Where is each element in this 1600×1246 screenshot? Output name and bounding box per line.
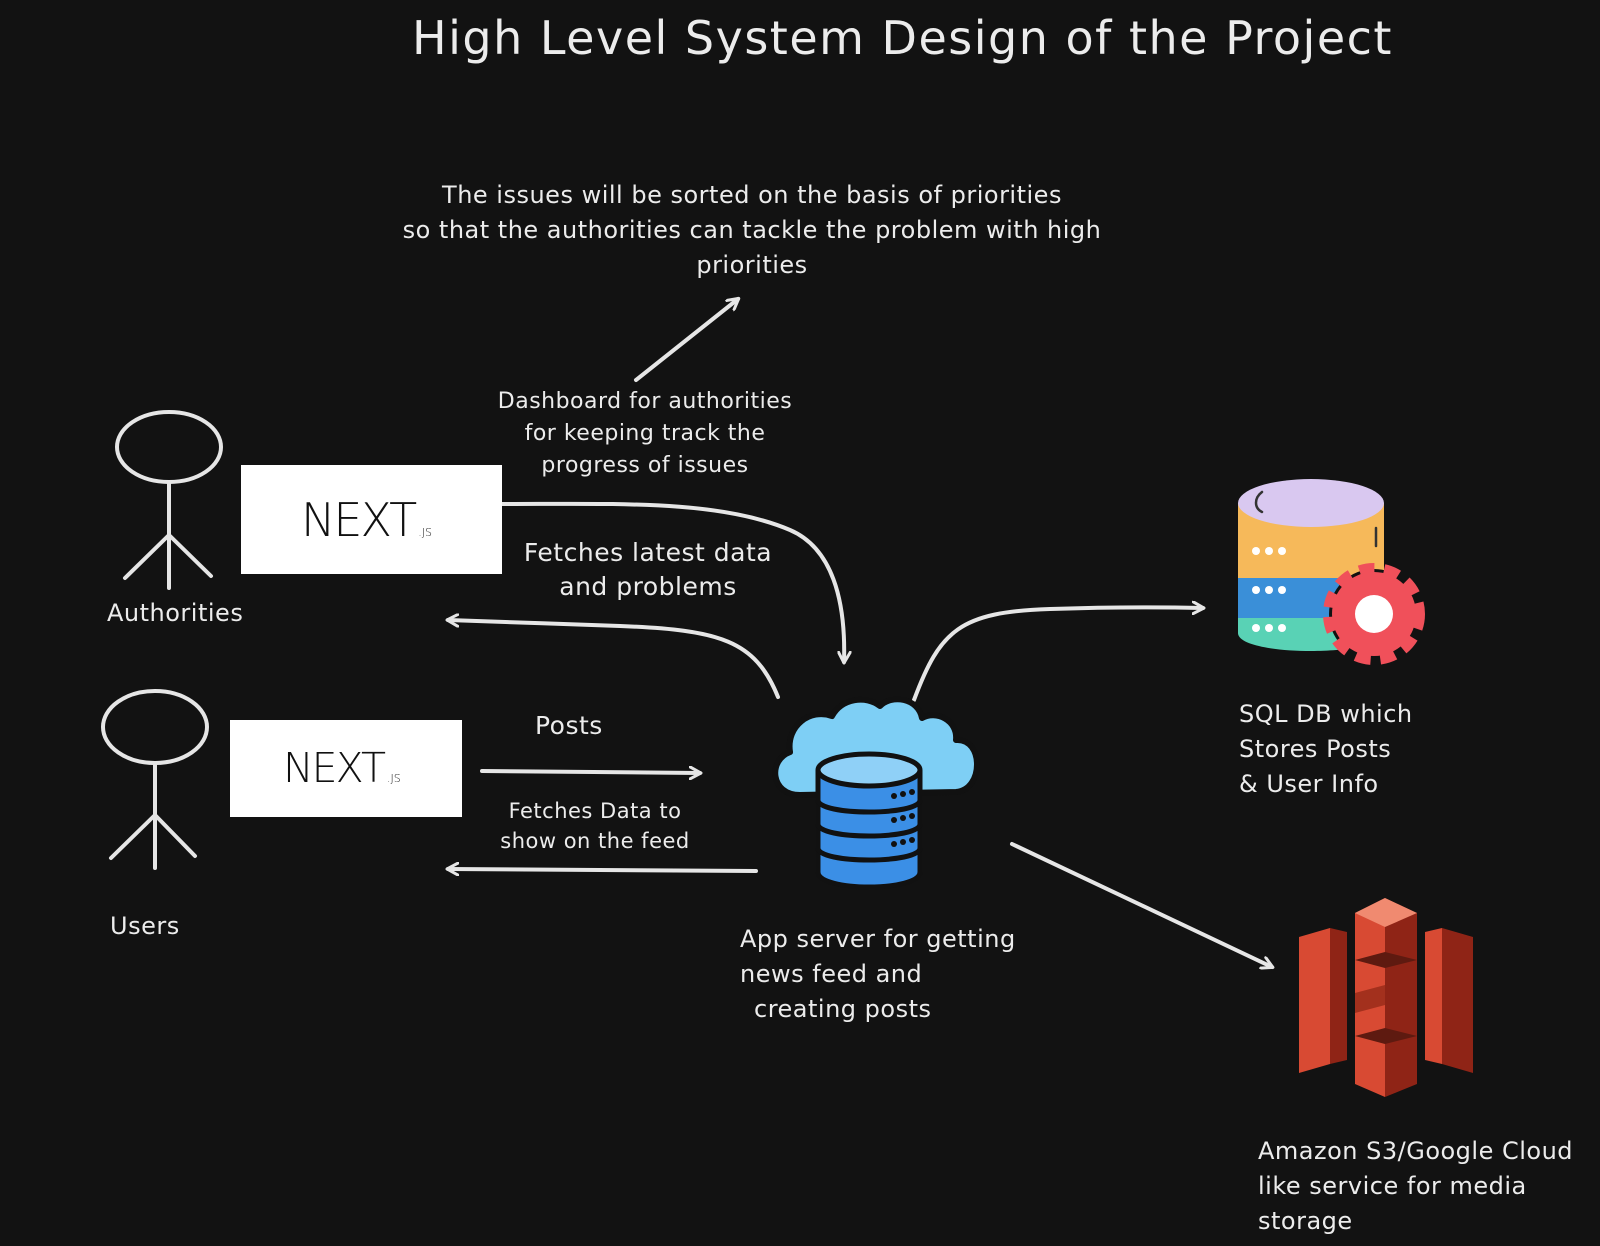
dashboard-note: Dashboard for authorities for keeping tr… [470, 386, 820, 482]
arrow-app-server-to-users-feed [448, 869, 758, 871]
app-server-label-line2: news feed and [740, 960, 923, 988]
posts-label: Posts [535, 711, 603, 740]
priority-note-line3: priorities [696, 251, 808, 279]
arrow-app-server-to-storage [1010, 842, 1272, 967]
authorities-label: Authorities [107, 599, 244, 627]
users-stick-figure [101, 689, 209, 870]
sql-db-label: SQL DB which Stores Posts & User Info [1239, 697, 1413, 802]
fetch-feed-note-line2: show on the feed [500, 829, 690, 853]
storage-label-line1: Amazon S3/Google Cloud [1258, 1137, 1574, 1165]
page-title: High Level System Design of the Project [412, 11, 1393, 65]
users-nextjs-main: NEXT [283, 744, 386, 792]
authorities-nextjs-logo: NEXT.JS [301, 493, 432, 547]
authorities-stick-figure [115, 410, 223, 590]
storage-label: Amazon S3/Google Cloud like service for … [1258, 1134, 1573, 1239]
authorities-nextjs-suffix: .JS [418, 526, 433, 539]
dashboard-note-line1: Dashboard for authorities [497, 389, 793, 414]
app-server-label-line1: App server for getting [740, 925, 1016, 953]
fetch-feed-note: Fetches Data to show on the feed [470, 796, 720, 856]
storage-label-line2: like service for media [1258, 1172, 1527, 1200]
users-nextjs-logo: NEXT.JS [283, 744, 401, 792]
authorities-nextjs-main: NEXT [301, 493, 417, 547]
users-label: Users [110, 912, 180, 940]
fetch-latest-note: Fetches latest data and problems [498, 536, 798, 604]
fetch-latest-note-line1: Fetches latest data [523, 538, 773, 567]
arrow-authorities-to-app-server [500, 501, 844, 662]
arrow-users-posts-to-app-server [480, 771, 700, 773]
app-server-label-line3: creating posts [754, 995, 932, 1023]
s3-storage-icon [1299, 898, 1473, 1097]
users-nextjs-box: NEXT.JS [230, 720, 462, 817]
fetch-latest-note-line2: and problems [559, 572, 737, 601]
app-server-label: App server for getting news feed and cre… [740, 922, 1016, 1027]
users-nextjs-suffix: .JS [387, 772, 401, 785]
arrow-app-server-to-sql-db [912, 607, 1203, 702]
fetch-feed-note-line1: Fetches Data to [508, 799, 682, 823]
sql-db-label-line2: Stores Posts [1239, 735, 1392, 763]
sql-db-label-line1: SQL DB which [1239, 700, 1413, 728]
dashboard-note-line3: progress of issues [541, 453, 749, 478]
priority-note: The issues will be sorted on the basis o… [352, 178, 1152, 283]
gear-icon [1323, 563, 1425, 665]
dashboard-note-line2: for keeping track the [524, 421, 766, 446]
authorities-nextjs-box: NEXT.JS [241, 465, 502, 574]
sql-db-label-line3: & User Info [1239, 770, 1379, 798]
arrow-app-server-to-authorities [448, 620, 780, 699]
arrow-dashboard-to-priority-note [634, 299, 738, 382]
priority-note-line2: so that the authorities can tackle the p… [402, 216, 1102, 244]
storage-label-line3: storage [1258, 1207, 1353, 1235]
priority-note-line1: The issues will be sorted on the basis o… [442, 181, 1062, 209]
app-server-cloud-icon [772, 696, 980, 890]
